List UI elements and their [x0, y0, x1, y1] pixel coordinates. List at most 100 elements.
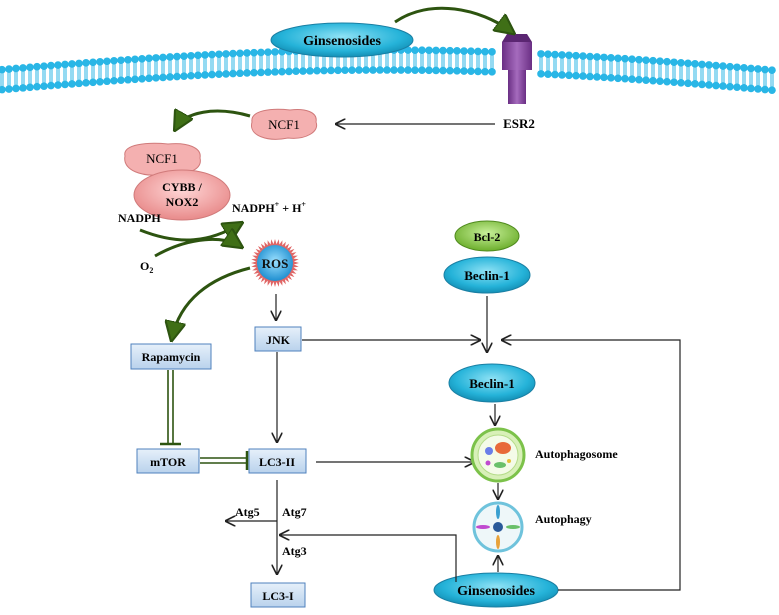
lipid-head: [320, 66, 328, 75]
lipid-head: [152, 54, 160, 62]
autophagy-icon: [472, 501, 524, 553]
lipid-head: [103, 77, 111, 86]
lipid-head: [173, 72, 181, 81]
lipid-head: [425, 66, 433, 75]
lipid-head: [96, 57, 104, 66]
lipid-head: [201, 51, 209, 59]
lipid-head: [740, 64, 748, 72]
lipid-head: [481, 47, 489, 56]
lipid-head: [768, 86, 776, 94]
lipid-head: [187, 51, 195, 60]
lipid-head: [621, 54, 629, 63]
lipid-head: [75, 59, 83, 68]
lipid-head: [75, 79, 83, 88]
lipid-head: [306, 67, 314, 75]
lipid-head: [229, 49, 237, 58]
lipid-head: [558, 71, 566, 79]
lipid-head: [719, 62, 727, 70]
lc3-ii-box: [248, 448, 307, 474]
lipid-head: [131, 55, 139, 64]
lipid-head: [117, 56, 125, 65]
lipid-head: [684, 79, 692, 88]
lipid-head: [537, 70, 545, 78]
lipid-head: [677, 58, 685, 67]
lipid-head: [292, 67, 300, 76]
beclin-mid-label: Beclin-1: [469, 376, 515, 391]
lipid-head: [656, 77, 664, 86]
autophagy-label: Autophagy: [535, 512, 592, 526]
lipid-head: [467, 67, 475, 76]
ros-core: [257, 245, 293, 281]
lipid-head: [19, 64, 27, 72]
lipid-head: [481, 67, 489, 76]
lipid-head: [89, 58, 97, 67]
lipid-head: [47, 81, 55, 90]
lipid-head: [173, 52, 181, 61]
lipid-head: [355, 66, 363, 74]
lipid-head: [670, 58, 678, 67]
lipid-head: [628, 55, 636, 64]
lipid-head: [488, 68, 496, 76]
lipid-head: [12, 84, 20, 93]
lipid-head: [110, 56, 118, 65]
lipid-head: [33, 82, 41, 91]
lipid-head: [677, 78, 685, 87]
ginsenosides-to-beclin-arrow: [502, 340, 681, 591]
lipid-head: [82, 79, 90, 87]
lipid-head: [19, 84, 27, 92]
lipid-head: [537, 50, 545, 58]
lipid-head: [691, 80, 699, 88]
lipid-head: [614, 74, 622, 83]
lipid-head: [208, 70, 216, 79]
lipid-head: [327, 66, 335, 75]
lipid-head: [446, 46, 454, 55]
lipid-head: [166, 73, 174, 81]
mtor-box: [136, 448, 200, 474]
lc3-i-label: LC3-I: [262, 589, 294, 603]
lipid-head: [313, 66, 321, 75]
nadph-label: NADPH: [118, 211, 161, 225]
lipid-head: [705, 81, 713, 89]
bcl2-label: Bcl-2: [474, 230, 501, 244]
lipid-head: [117, 76, 125, 85]
lipid-head: [467, 47, 475, 56]
lipid-head: [264, 48, 272, 56]
lipid-head: [425, 46, 433, 55]
lipid-head: [110, 76, 118, 85]
lipid-head: [712, 81, 720, 90]
lipid-head: [733, 83, 741, 92]
lipid-head: [271, 48, 279, 56]
lipid-head: [243, 49, 251, 57]
lipid-head: [432, 66, 440, 75]
lipid-head: [5, 85, 13, 93]
ginsenosides-top-node: [270, 22, 414, 58]
lipid-head: [565, 71, 573, 80]
lipid-head: [208, 50, 216, 59]
lipid-head: [222, 50, 230, 58]
lipid-head: [607, 54, 615, 62]
rapamycin-label: Rapamycin: [142, 350, 201, 364]
lipid-head: [68, 60, 76, 68]
cell-membrane: [0, 46, 776, 94]
nadph-oxidation-arrow: [139, 224, 240, 240]
lipid-head: [418, 66, 426, 75]
beclin-top-node: [443, 256, 531, 294]
lipid-head: [61, 80, 69, 89]
superoxide-arrow: [154, 239, 240, 258]
lipid-head: [397, 66, 405, 74]
lipid-head: [341, 66, 349, 75]
lipid-head: [194, 71, 202, 80]
lipid-head: [264, 68, 272, 76]
ginsenosides-to-atg-arrow: [280, 535, 457, 582]
ncf1-upper-node: [251, 108, 318, 140]
lipid-head: [12, 64, 20, 73]
jnk-box: [254, 326, 302, 352]
lipid-head: [285, 67, 293, 76]
ros-to-rapamycin-arrow: [172, 266, 251, 338]
lipid-head: [572, 71, 580, 80]
lipid-head: [551, 70, 559, 79]
lipid-head: [642, 76, 650, 84]
lipid-head: [565, 51, 573, 60]
lipid-head: [628, 75, 636, 84]
